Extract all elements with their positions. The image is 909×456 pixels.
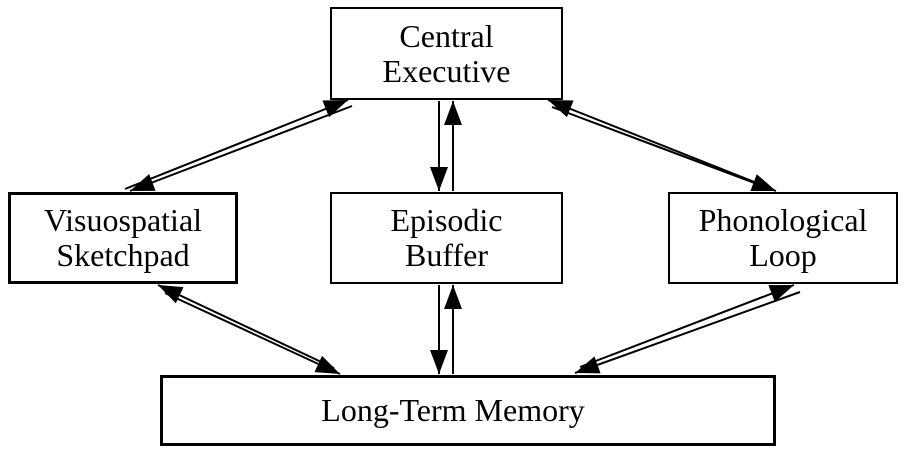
node-label-line: Executive — [382, 52, 511, 89]
node-episodic-buffer: Episodic Buffer — [330, 192, 563, 284]
node-label-line: Loop — [749, 237, 817, 273]
node-label-line: Episodic — [390, 202, 503, 238]
arrow-phonological-loop-long-term-memory — [574, 284, 801, 374]
node-label-line: Phonological — [698, 202, 868, 238]
arrow-central-executive-visuospatial-sketchpad — [124, 99, 353, 192]
node-label-line: Visuospatial — [43, 202, 203, 238]
arrow-central-executive-phonological-loop — [547, 99, 777, 192]
node-phonological-loop: Phonological Loop — [668, 192, 898, 284]
arrow-episodic-buffer-long-term-memory — [430, 285, 462, 374]
node-visuospatial-sketchpad: Visuospatial Sketchpad — [8, 192, 238, 284]
node-central-executive: Central Executive — [330, 7, 563, 100]
node-label-line: Long-Term Memory — [321, 392, 585, 428]
node-long-term-memory: Long-Term Memory — [160, 375, 776, 446]
node-label-line: Buffer — [405, 237, 488, 273]
node-label-line: Sketchpad — [56, 237, 190, 273]
arrow-central-executive-episodic-buffer — [430, 101, 462, 191]
node-label-line: Central — [399, 17, 494, 54]
arrow-visuospatial-sketchpad-long-term-memory — [157, 284, 341, 375]
